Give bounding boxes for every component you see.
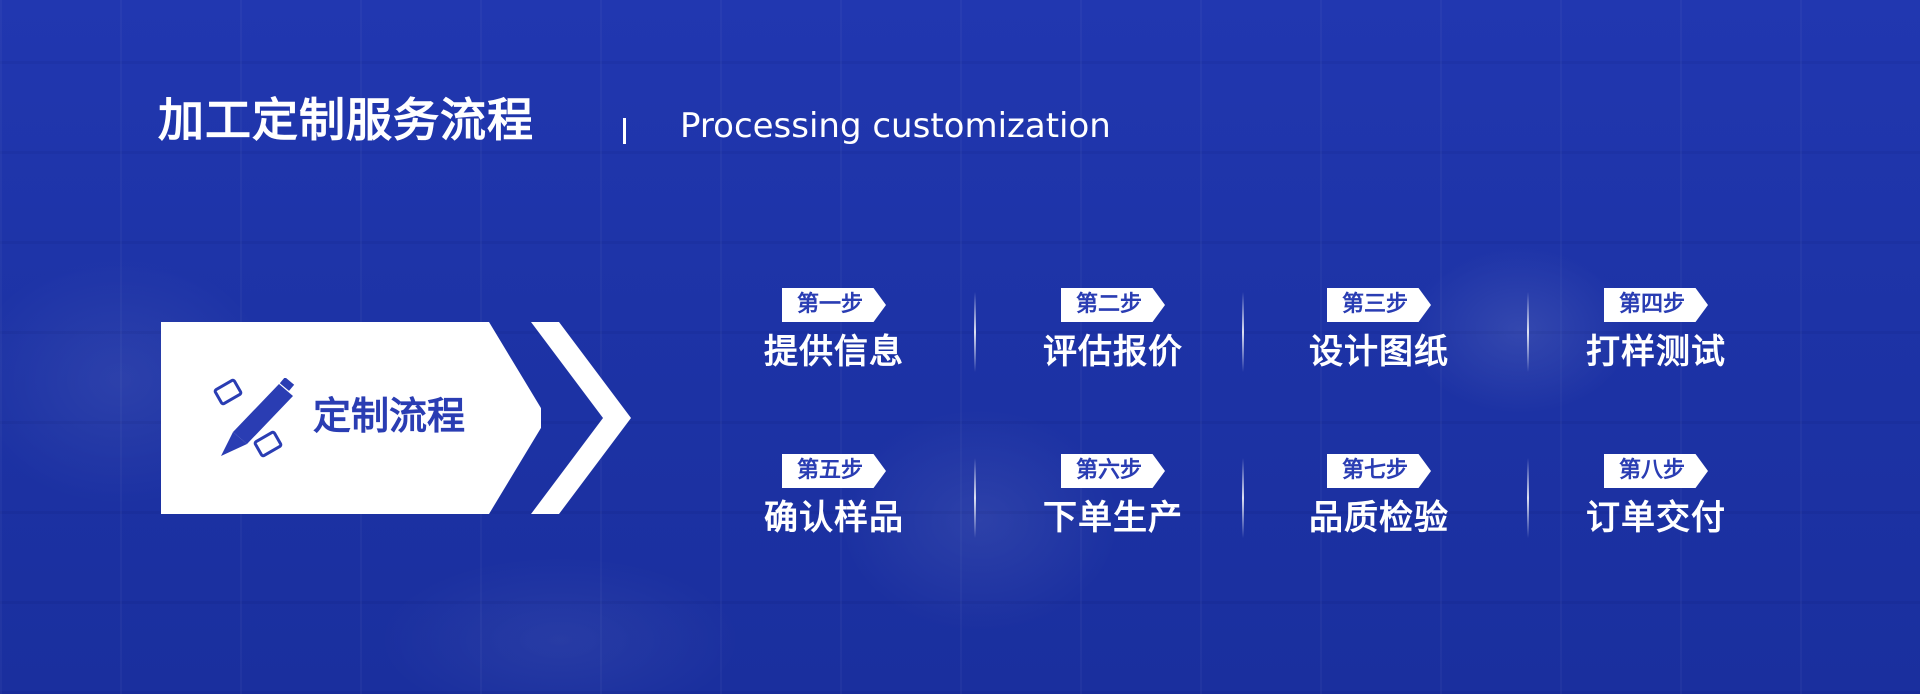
badge-arrow-shape bbox=[161, 322, 541, 514]
step-name: 打样测试 bbox=[1586, 332, 1726, 372]
step-2: 第二步 评估报价 bbox=[1018, 288, 1208, 388]
step-tag: 第七步 bbox=[1327, 454, 1431, 488]
step-separator bbox=[974, 292, 976, 372]
step-separator bbox=[1242, 292, 1244, 372]
step-tag: 第四步 bbox=[1604, 288, 1708, 322]
step-tag-text: 第二步 bbox=[1075, 292, 1142, 317]
process-badge: 定制流程 bbox=[161, 322, 631, 514]
step-separator bbox=[1527, 292, 1529, 372]
step-name: 品质检验 bbox=[1309, 498, 1449, 538]
step-5: 第五步 确认样品 bbox=[739, 454, 929, 554]
step-name: 评估报价 bbox=[1043, 332, 1183, 372]
step-7: 第七步 品质检验 bbox=[1284, 454, 1474, 554]
step-4: 第四步 打样测试 bbox=[1561, 288, 1751, 388]
step-tag: 第三步 bbox=[1327, 288, 1431, 322]
step-tag: 第一步 bbox=[782, 288, 886, 322]
badge-label: 定制流程 bbox=[313, 394, 466, 438]
step-tag-text: 第四步 bbox=[1618, 292, 1685, 317]
page-title: 加工定制服务流程 bbox=[158, 93, 534, 147]
step-tag: 第八步 bbox=[1604, 454, 1708, 488]
step-3: 第三步 设计图纸 bbox=[1284, 288, 1474, 388]
step-separator bbox=[1527, 458, 1529, 538]
step-tag-text: 第八步 bbox=[1618, 458, 1685, 483]
step-name: 提供信息 bbox=[764, 332, 904, 372]
step-tag: 第六步 bbox=[1061, 454, 1165, 488]
step-tag-text: 第三步 bbox=[1341, 292, 1408, 317]
step-separator bbox=[974, 458, 976, 538]
step-name: 设计图纸 bbox=[1309, 332, 1449, 372]
step-tag: 第二步 bbox=[1061, 288, 1165, 322]
step-tag-text: 第五步 bbox=[796, 458, 863, 483]
step-tag-text: 第七步 bbox=[1341, 458, 1408, 483]
title-divider bbox=[623, 118, 626, 144]
step-name: 下单生产 bbox=[1043, 498, 1183, 538]
step-name: 确认样品 bbox=[764, 498, 904, 538]
pencil-edit-icon bbox=[213, 378, 295, 458]
step-name: 订单交付 bbox=[1586, 498, 1726, 538]
step-8: 第八步 订单交付 bbox=[1561, 454, 1751, 554]
step-1: 第一步 提供信息 bbox=[739, 288, 929, 388]
page-subtitle: Processing customization bbox=[680, 106, 1111, 146]
step-6: 第六步 下单生产 bbox=[1018, 454, 1208, 554]
step-separator bbox=[1242, 458, 1244, 538]
step-tag-text: 第一步 bbox=[796, 292, 863, 317]
double-chevron-icon bbox=[531, 322, 631, 514]
step-tag-text: 第六步 bbox=[1075, 458, 1142, 483]
step-tag: 第五步 bbox=[782, 454, 886, 488]
